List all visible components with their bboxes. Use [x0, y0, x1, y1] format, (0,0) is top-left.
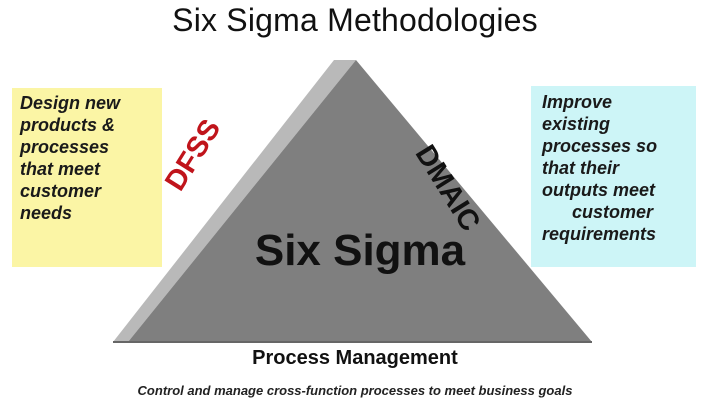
- six-sigma-center-label: Six Sigma: [254, 226, 466, 275]
- triangle-left-bevel: [113, 60, 356, 342]
- triangle-main-face: [128, 60, 592, 342]
- process-management-caption: Control and manage cross-function proces…: [137, 383, 573, 398]
- dmaic-description-box: Improve existing processes so that their…: [531, 86, 696, 267]
- dfss-description-box: Design new products & processes that mee…: [12, 88, 162, 267]
- process-management-label: Process Management: [252, 347, 458, 369]
- diagram-title: Six Sigma Methodologies: [172, 2, 538, 38]
